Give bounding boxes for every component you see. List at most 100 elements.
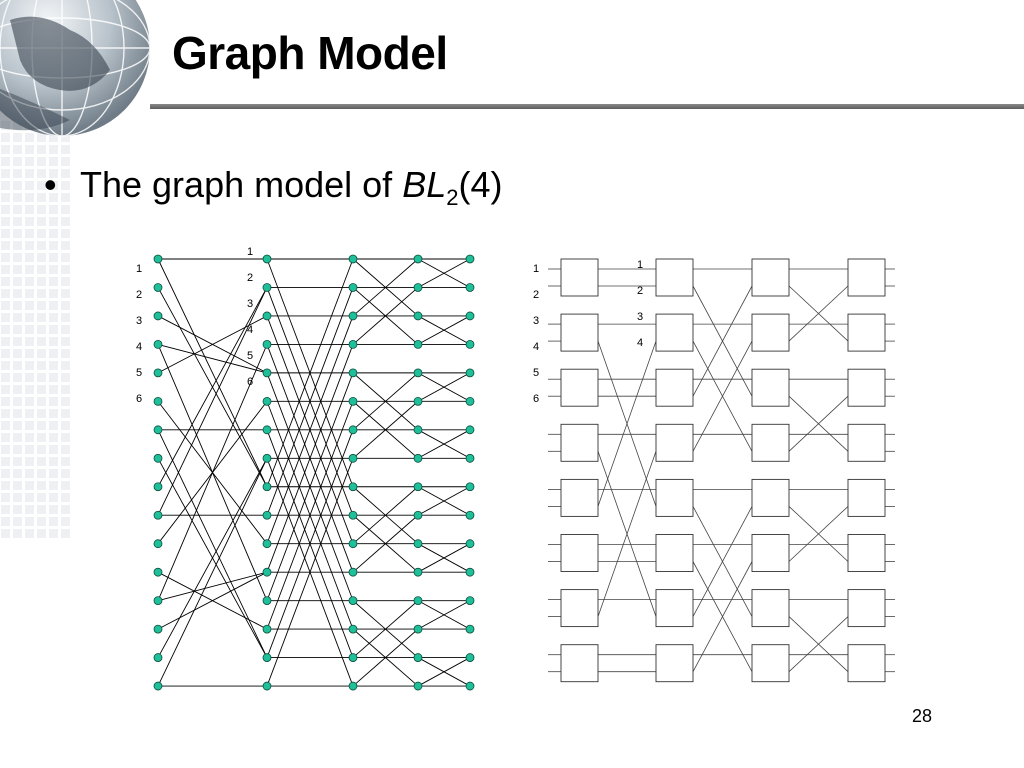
row-label: 4 (637, 337, 643, 349)
switch-box (560, 478, 599, 517)
switch-box (847, 534, 886, 572)
graph-node (262, 311, 272, 321)
graph-node (413, 653, 423, 662)
switch-box (560, 313, 599, 352)
graph-edge (417, 315, 471, 345)
row-label: 3 (136, 315, 142, 327)
switch-box (655, 589, 694, 628)
graph-node (413, 283, 423, 292)
graph-node (262, 681, 272, 691)
switch-box (560, 534, 599, 572)
switch-box (751, 423, 790, 462)
graph-edge (352, 600, 419, 658)
row-label: 2 (136, 289, 142, 301)
graph-node (153, 254, 163, 264)
graph-node (465, 653, 475, 662)
graph-edge (157, 287, 268, 516)
switch-box (847, 368, 886, 407)
graph-node (413, 368, 423, 378)
switch-box (847, 478, 886, 517)
title-underline (150, 104, 1024, 109)
graph-edge (157, 458, 268, 687)
row-label: 3 (637, 311, 643, 323)
switch-box (655, 368, 694, 407)
switch-box (751, 644, 790, 683)
row-label: 5 (136, 367, 142, 379)
switch-box (560, 423, 599, 462)
graph-node (465, 510, 475, 520)
graph-node (262, 340, 272, 349)
switch-box (751, 258, 790, 297)
graph-node (413, 254, 423, 264)
graph-edge (352, 401, 419, 459)
graph-node (348, 368, 358, 378)
graph-edge (266, 315, 354, 544)
graph-node (262, 567, 272, 577)
graph-edge (352, 486, 419, 545)
graph-node (153, 425, 163, 435)
graph-node (413, 596, 423, 606)
graph-node (413, 453, 423, 463)
graph-node (262, 510, 272, 520)
graph-edge (266, 429, 354, 658)
row-label: 1 (136, 263, 142, 275)
graph-node (262, 453, 272, 463)
graph-node (262, 539, 272, 549)
switch-box (751, 534, 790, 572)
graph-edge (266, 458, 354, 687)
bullet-text: The graph model of (80, 164, 403, 205)
switch-box (847, 423, 886, 462)
stage-wire (788, 506, 849, 562)
graph-node (465, 396, 475, 406)
graph-node (153, 482, 163, 492)
graph-edge (266, 344, 354, 573)
row-label: 6 (247, 376, 253, 388)
graph-node (262, 283, 272, 292)
row-label: 1 (637, 259, 643, 271)
stage-wire (788, 395, 849, 452)
stage-wire (692, 506, 753, 617)
graph-edge (417, 372, 471, 402)
graph-node (153, 567, 163, 577)
graph-edge (352, 258, 419, 317)
graph-edge (157, 258, 268, 487)
graph-node (348, 254, 358, 264)
graph-node (465, 283, 475, 292)
graph-edge (157, 343, 268, 374)
row-label: 2 (637, 285, 643, 297)
graph-node (348, 425, 358, 435)
graph-node (465, 567, 475, 577)
graph-node (153, 681, 163, 691)
graph-node (262, 368, 272, 378)
bullet-dot-icon: • (44, 164, 57, 205)
graph-node (348, 396, 358, 406)
switch-box (847, 258, 886, 297)
graph-node (153, 653, 163, 662)
stage-wire (692, 340, 753, 452)
row-label: 6 (533, 393, 539, 405)
graph-node (413, 425, 423, 435)
graph-node (413, 340, 423, 349)
graph-edge (157, 287, 268, 487)
graph-node (465, 368, 475, 378)
switch-box (560, 644, 599, 683)
graph-node (153, 510, 163, 520)
graph-edge (417, 543, 471, 573)
graph-node (465, 425, 475, 435)
switch-box (751, 478, 790, 517)
graph-edge (157, 571, 268, 630)
graph-node (153, 283, 163, 292)
graph-node (413, 311, 423, 321)
row-label: 1 (533, 263, 539, 275)
row-label: 3 (247, 298, 253, 310)
stage-wire (788, 616, 849, 672)
switch-box (847, 589, 886, 628)
graph-node (153, 539, 163, 549)
switch-box (751, 368, 790, 407)
graph-node (262, 653, 272, 662)
graph-edge (352, 372, 419, 431)
graph-node (262, 425, 272, 435)
graph-node (262, 254, 272, 264)
